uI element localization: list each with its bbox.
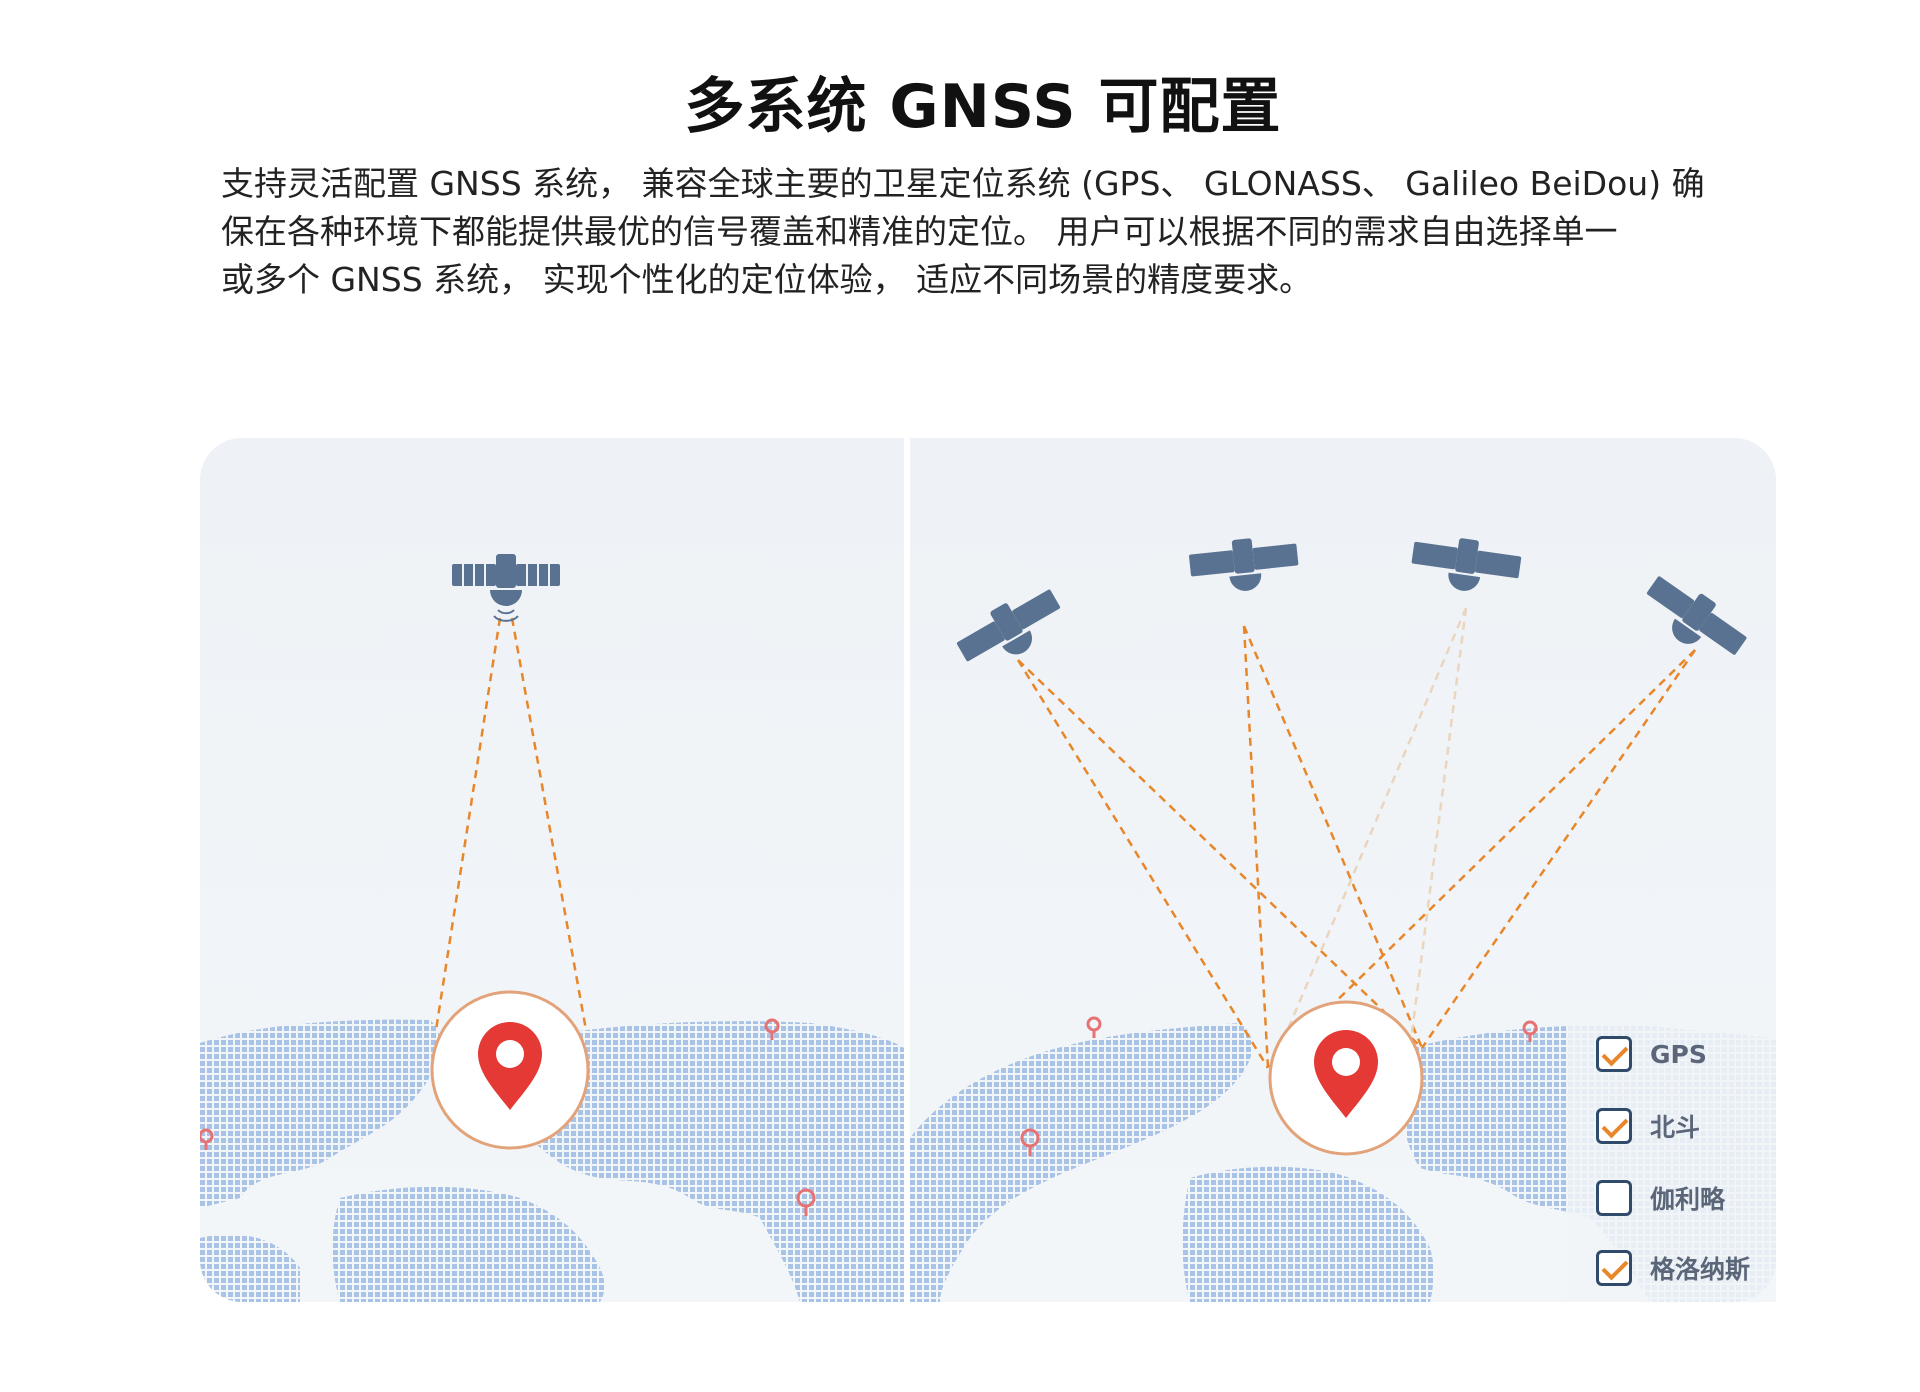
- gnss-option-glonass[interactable]: 格洛纳斯: [1596, 1248, 1750, 1288]
- checkbox-icon[interactable]: [1596, 1250, 1632, 1286]
- description-line: 或多个 GNSS 系统， 实现个性化的定位体验， 适应不同场景的精度要求。: [221, 260, 1313, 299]
- description: 支持灵活配置 GNSS 系统， 兼容全球主要的卫星定位系统 (GPS、 GLON…: [221, 160, 1751, 304]
- page-title: 多系统 GNSS 可配置: [684, 72, 1282, 142]
- satellite-icon: [1411, 538, 1522, 591]
- location-lens: [1268, 1000, 1424, 1156]
- gnss-option-gps[interactable]: GPS: [1596, 1034, 1707, 1074]
- gnss-system-selector: GPS 北斗 伽利略 格洛纳斯: [1566, 1010, 1776, 1302]
- gnss-option-label: GPS: [1650, 1039, 1707, 1069]
- single-system-panel: [200, 438, 904, 1302]
- satellite-icon: [1646, 576, 1747, 655]
- gnss-option-galileo[interactable]: 伽利略: [1596, 1178, 1725, 1218]
- checkbox-icon[interactable]: [1596, 1108, 1632, 1144]
- panel-divider: [904, 438, 910, 1302]
- location-pin-icon: [478, 1022, 542, 1110]
- checkbox-icon[interactable]: [1596, 1036, 1632, 1072]
- world-map: [200, 1019, 904, 1302]
- gnss-option-label: 北斗: [1650, 1113, 1701, 1142]
- illustration-panels: [200, 438, 1776, 1302]
- location-pin-icon: [1314, 1030, 1378, 1118]
- description-line: 支持灵活配置 GNSS 系统， 兼容全球主要的卫星定位系统 (GPS、 GLON…: [221, 164, 1705, 203]
- gnss-option-label: 伽利略: [1650, 1185, 1726, 1214]
- satellite-icon: [452, 554, 560, 622]
- satellite-icon: [1189, 538, 1299, 591]
- description-line: 保在各种环境下都能提供最优的信号覆盖和精准的定位。 用户可以根据不同的需求自由选…: [221, 212, 1618, 251]
- satellite-icon: [956, 589, 1061, 662]
- gnss-option-beidou[interactable]: 北斗: [1596, 1106, 1700, 1146]
- gnss-option-label: 格洛纳斯: [1650, 1255, 1751, 1284]
- location-lens: [430, 990, 590, 1150]
- checkbox-icon[interactable]: [1596, 1180, 1632, 1216]
